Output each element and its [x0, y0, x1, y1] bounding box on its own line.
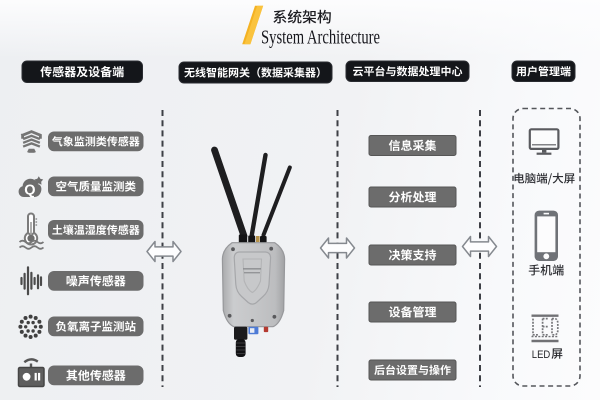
- svg-text:Q: Q: [24, 182, 35, 198]
- svg-text:System Architecture: System Architecture: [261, 26, 380, 48]
- svg-text:LED: LED: [532, 349, 551, 361]
